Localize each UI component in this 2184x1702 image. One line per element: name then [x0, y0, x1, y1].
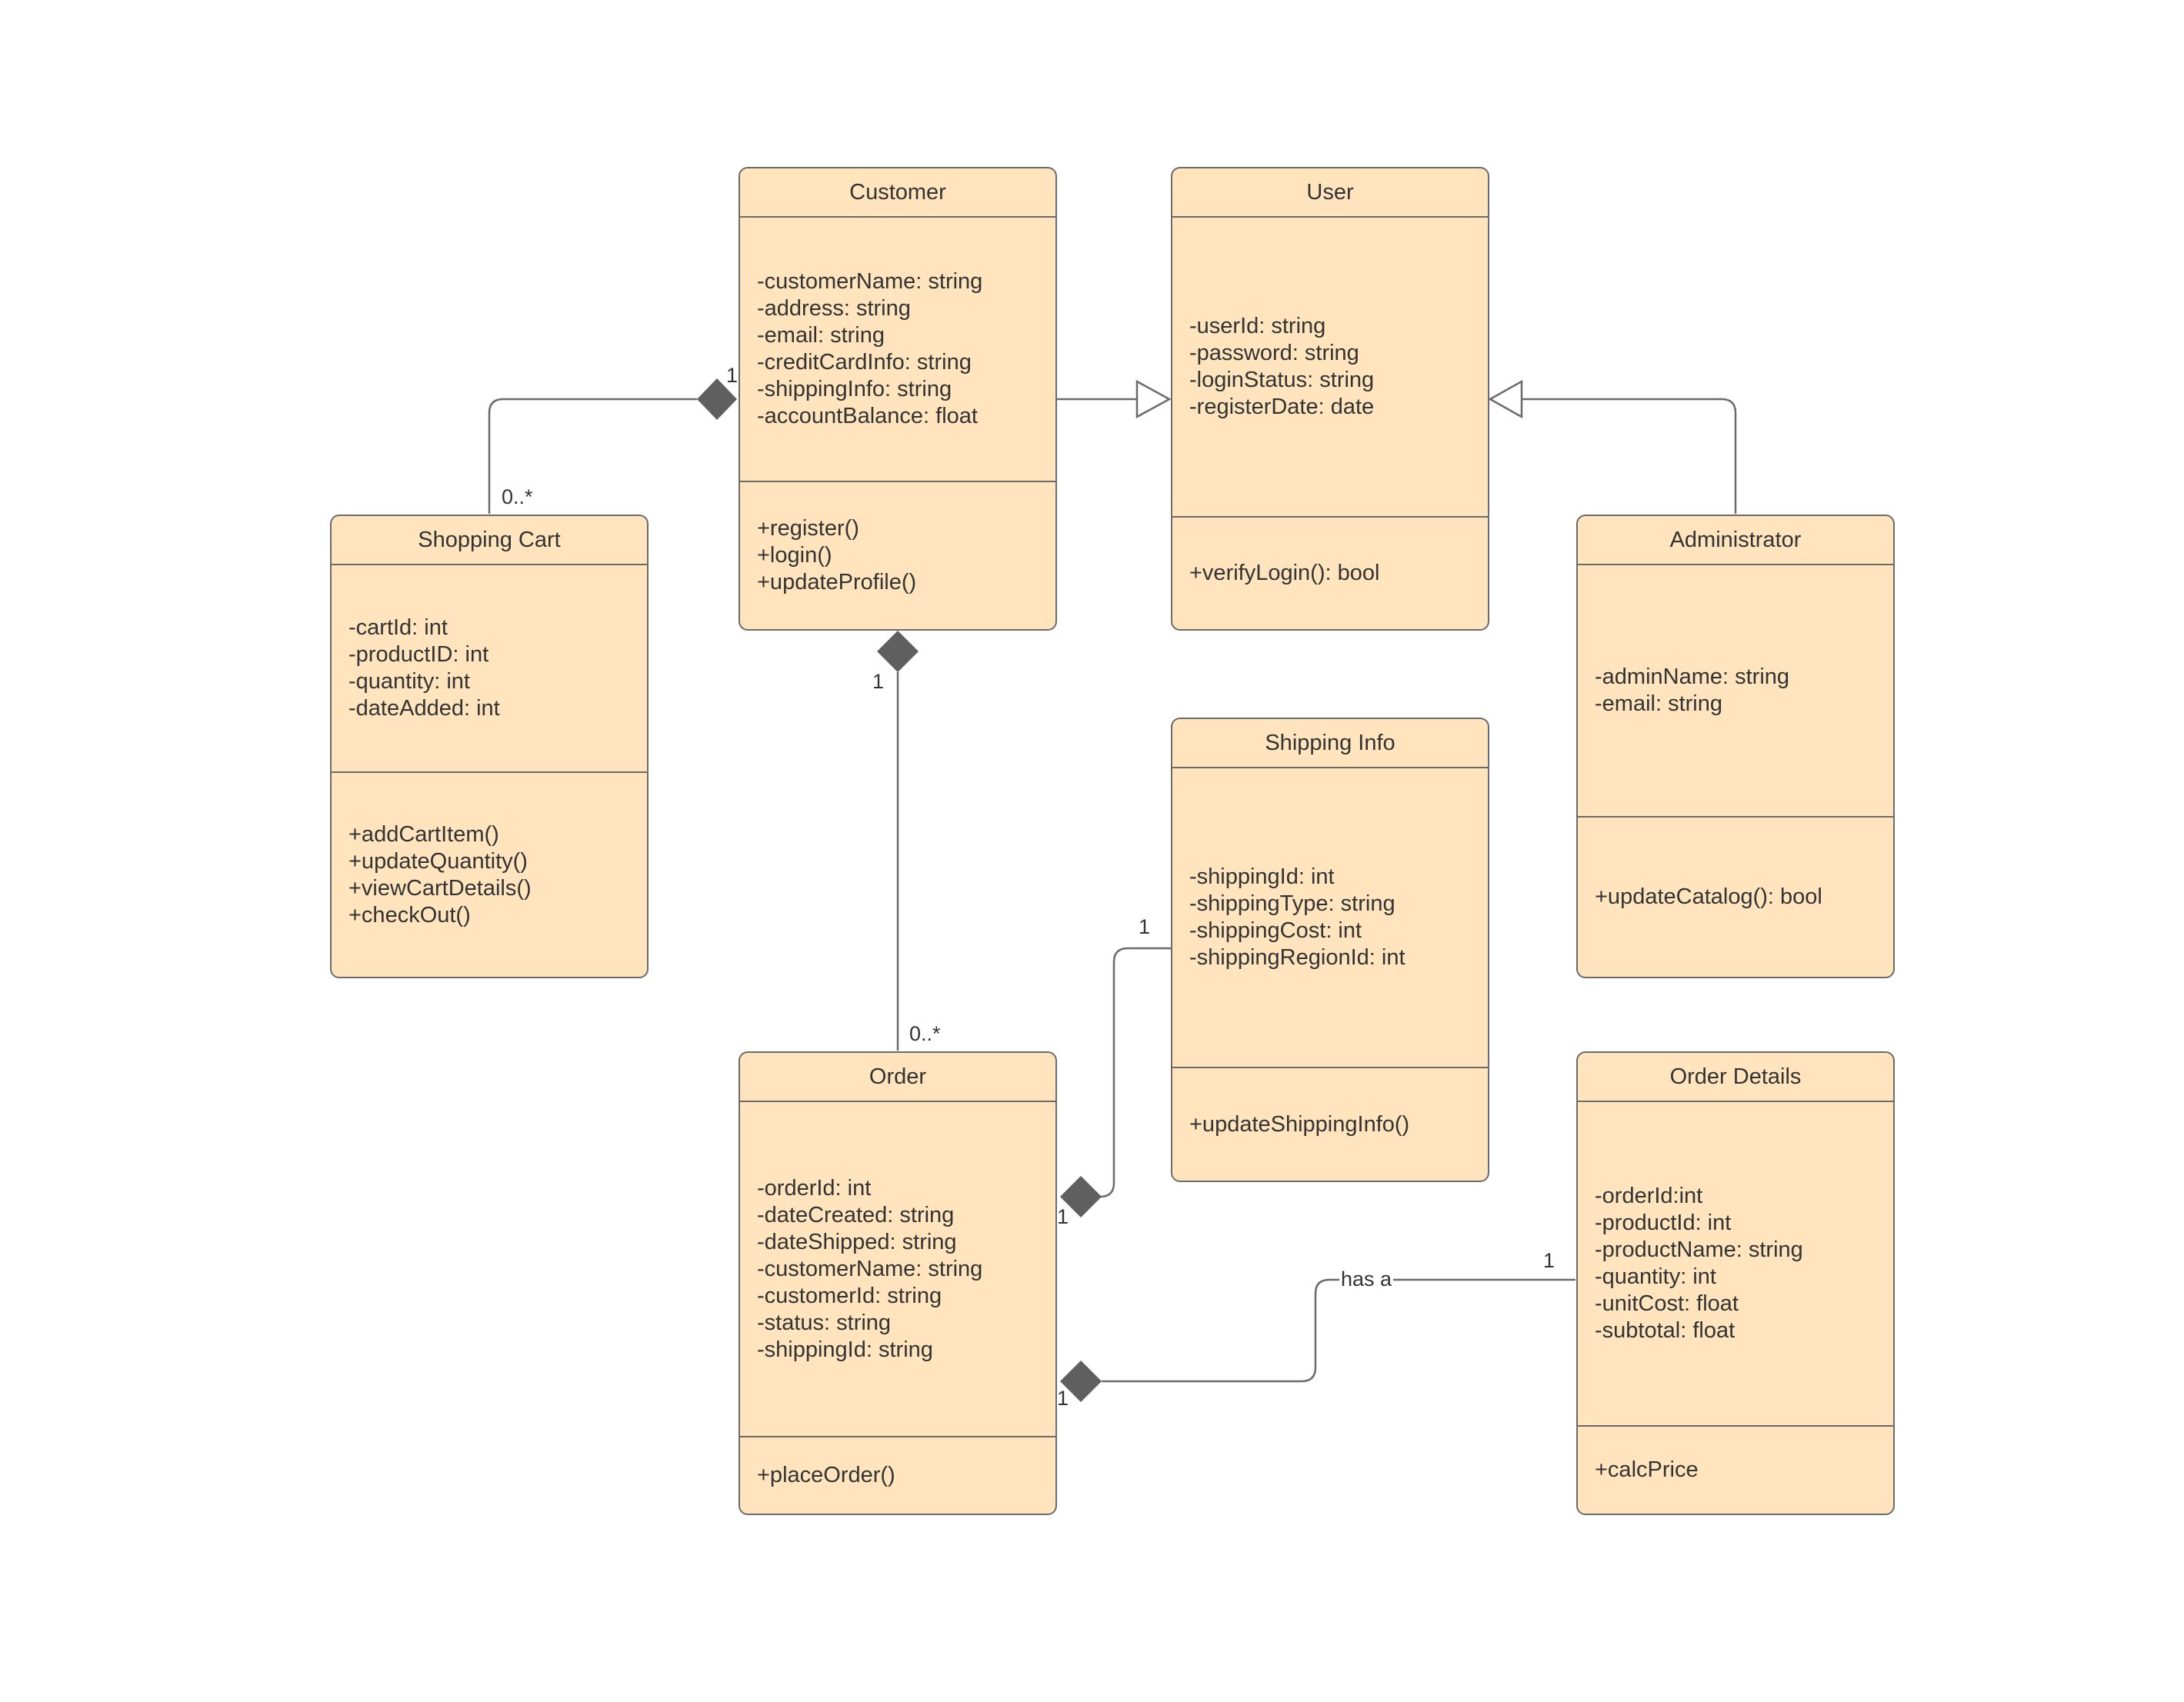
class-shipping-info[interactable]: Shipping Info -shippingId: int -shipping…	[1171, 718, 1489, 1182]
method: +placeOrder()	[757, 1463, 895, 1487]
method-list: +updateShippingInfo()	[1172, 1067, 1488, 1181]
class-name: Order	[740, 1053, 1055, 1102]
attribute: -dateShipped: string	[757, 1229, 957, 1254]
attribute: -email: string	[1595, 691, 1722, 716]
attribute: -accountBalance: float	[757, 404, 978, 428]
attribute: -subtotal: float	[1595, 1318, 1736, 1343]
class-name: Shopping Cart	[332, 516, 647, 565]
class-order[interactable]: Order -orderId: int -dateCreated: string…	[739, 1051, 1057, 1515]
method: +register()	[757, 516, 859, 541]
multiplicity-customer-cart-whole: 1	[726, 364, 739, 387]
attribute-list: -userId: string -password: string -login…	[1172, 218, 1488, 516]
attribute: -orderId: int	[757, 1175, 872, 1201]
class-name: Customer	[740, 168, 1055, 218]
attribute: -loginStatus: string	[1189, 368, 1375, 392]
method: +viewCartDetails()	[348, 875, 532, 901]
attribute: -unitCost: float	[1595, 1291, 1739, 1316]
attribute-list: -shippingId: int -shippingType: string -…	[1172, 768, 1488, 1067]
admin-user-arrowhead	[1488, 379, 1523, 419]
method: +updateProfile()	[757, 570, 917, 595]
method-list: +updateCatalog(): bool	[1578, 816, 1893, 977]
multiplicity-order-shipping-part: 1	[1139, 915, 1151, 938]
attribute: -shippingInfo: string	[757, 377, 952, 401]
admin-user-line	[1522, 398, 1737, 514]
attribute: -productId: int	[1595, 1211, 1732, 1235]
method: +checkOut()	[348, 902, 471, 928]
class-administrator[interactable]: Administrator -adminName: string -email:…	[1576, 515, 1895, 978]
method: +updateQuantity()	[348, 848, 528, 874]
attribute: -dateCreated: string	[757, 1202, 955, 1227]
attribute: -userId: string	[1189, 314, 1326, 338]
customer-cart-line	[488, 398, 697, 514]
attribute-list: -adminName: string -email: string	[1578, 565, 1893, 816]
method: +calcPrice	[1595, 1457, 1699, 1482]
attribute: -customerName: string	[757, 269, 983, 294]
method: +verifyLogin(): bool	[1189, 561, 1380, 585]
association-label-has-a: has a	[1339, 1267, 1394, 1291]
method: +addCartItem()	[348, 821, 499, 847]
multiplicity-customer-order-part: 0..*	[909, 1022, 941, 1045]
class-user[interactable]: User -userId: string -password: string -…	[1171, 167, 1489, 631]
attribute: -shippingType: string	[1189, 891, 1395, 916]
attribute: -registerDate: date	[1189, 395, 1375, 419]
order-shipping-line	[1099, 947, 1172, 1198]
customer-user-arrowhead	[1135, 379, 1172, 419]
attribute: -shippingRegionId: int	[1189, 945, 1405, 970]
attribute-list: -orderId: int -dateCreated: string -date…	[740, 1102, 1055, 1436]
class-name: Administrator	[1578, 516, 1893, 565]
attribute: -quantity: int	[348, 669, 470, 694]
attribute: -creditCardInfo: string	[757, 350, 972, 375]
class-name: Shipping Info	[1172, 719, 1488, 768]
class-shopping-cart[interactable]: Shopping Cart -cartId: int -productID: i…	[330, 515, 649, 978]
attribute: -customerName: string	[757, 1256, 983, 1281]
attribute: -orderId:int	[1595, 1184, 1703, 1208]
multiplicity-customer-order-whole: 1	[872, 670, 885, 693]
method-list: +register() +login() +updateProfile()	[740, 481, 1055, 629]
method: +updateCatalog(): bool	[1595, 884, 1822, 909]
attribute-list: -cartId: int -productID: int -quantity: …	[332, 565, 647, 771]
multiplicity-order-details-part: 1	[1543, 1249, 1555, 1272]
attribute-list: -orderId:int -productId: int -productNam…	[1578, 1102, 1893, 1425]
attribute: -shippingCost: int	[1189, 918, 1362, 943]
method: +updateShippingInfo()	[1189, 1111, 1410, 1137]
attribute: -adminName: string	[1595, 664, 1790, 689]
attribute: -password: string	[1189, 341, 1359, 365]
customer-cart-diamond	[697, 378, 737, 420]
class-name: User	[1172, 168, 1488, 218]
order-shipping-diamond	[1060, 1176, 1102, 1217]
class-order-details[interactable]: Order Details -orderId:int -productId: i…	[1576, 1051, 1895, 1515]
method: +login()	[757, 543, 832, 568]
attribute: -productName: string	[1595, 1237, 1803, 1262]
order-details-diamond	[1060, 1361, 1102, 1402]
order-details-line	[1102, 1278, 1575, 1383]
attribute: -dateAdded: int	[348, 696, 500, 721]
method-list: +verifyLogin(): bool	[1172, 516, 1488, 629]
class-name: Order Details	[1578, 1053, 1893, 1102]
attribute: -cartId: int	[348, 615, 448, 640]
method-list: +placeOrder()	[740, 1436, 1055, 1514]
attribute-list: -customerName: string -address: string -…	[740, 218, 1055, 481]
attribute: -email: string	[757, 323, 885, 348]
attribute: -quantity: int	[1595, 1264, 1716, 1289]
attribute: -shippingId: string	[757, 1337, 933, 1362]
method-list: +calcPrice	[1578, 1425, 1893, 1514]
attribute: -shippingId: int	[1189, 864, 1335, 889]
attribute: -productID: int	[348, 642, 489, 667]
class-customer[interactable]: Customer -customerName: string -address:…	[739, 167, 1057, 631]
customer-order-diamond	[877, 631, 919, 672]
multiplicity-order-details-whole: 1	[1057, 1387, 1069, 1410]
attribute: -address: string	[757, 296, 911, 321]
multiplicity-order-shipping-whole: 1	[1057, 1205, 1069, 1228]
method-list: +addCartItem() +updateQuantity() +viewCa…	[332, 771, 647, 977]
attribute: -status: string	[757, 1310, 892, 1335]
attribute: -customerId: string	[757, 1283, 942, 1308]
multiplicity-customer-cart-part: 0..*	[502, 485, 533, 508]
